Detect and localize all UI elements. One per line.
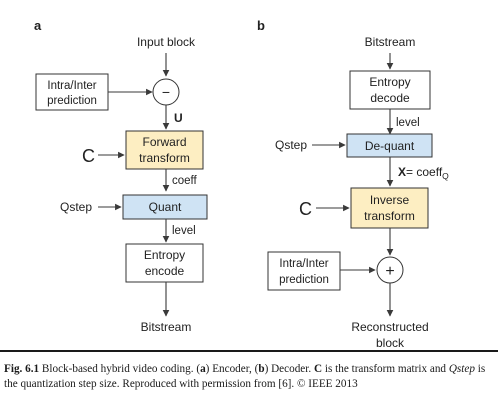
bitstream-input-b: Bitstream <box>365 35 416 49</box>
coeff-label: coeff <box>172 175 198 187</box>
entropy-decode-line1: Entropy <box>369 75 410 89</box>
caption-text-2: ) Encoder, ( <box>205 363 259 375</box>
c-label-b: C <box>299 199 312 219</box>
bitstream-output-a: Bitstream <box>141 320 192 334</box>
entropy-decode-line2: decode <box>370 91 410 105</box>
intra-inter-line1-a: Intra/Inter <box>47 80 96 92</box>
x-equals-coeffq: X= coeffQ <box>398 165 449 181</box>
caption-text-4: is the transform matrix and <box>322 363 449 375</box>
level-label-a: level <box>172 225 196 237</box>
input-block-label: Input block <box>137 35 196 49</box>
quant-box <box>122 194 208 220</box>
caption-c: C <box>313 363 323 375</box>
add-symbol: + <box>385 263 394 280</box>
reconstructed-line2: block <box>376 336 405 350</box>
entropy-encode-line2: encode <box>145 264 185 278</box>
figure-caption: Fig. 6.1 Block-based hybrid video coding… <box>4 362 496 392</box>
inverse-transform-line2: transform <box>364 209 415 223</box>
level-label-b: level <box>396 117 420 129</box>
caption-a: a <box>200 363 206 375</box>
inverse-transform-line1: Inverse <box>370 193 410 207</box>
caption-qstep: Qstep <box>448 363 475 375</box>
x-rest: = coeff <box>406 165 443 179</box>
intra-inter-box-b <box>267 251 341 291</box>
caption-rule <box>0 350 498 352</box>
x-label: X <box>398 165 406 179</box>
subtract-symbol: − <box>162 84 170 100</box>
panel-b-decoder: b Bitstream Entropy decode level Qstep D… <box>257 18 449 350</box>
caption-text-5: is the quantization step size. Reproduce… <box>4 363 486 390</box>
panel-a-encoder: a Input block Intra/Inter prediction − U… <box>34 18 208 334</box>
caption-fig-label: Fig. 6.1 <box>4 363 40 375</box>
caption-text-1: Block-based hybrid video coding. ( <box>39 363 201 375</box>
intra-inter-line2-a: prediction <box>47 95 97 107</box>
forward-transform-box <box>125 130 204 170</box>
entropy-encode-box <box>125 243 204 283</box>
caption-b: b <box>258 363 265 375</box>
intra-inter-line2-b: prediction <box>279 274 329 286</box>
panel-a-label: a <box>34 18 42 33</box>
caption-text-3: ) Decoder. <box>264 363 314 375</box>
panel-b-label: b <box>257 18 265 33</box>
hybrid-coding-diagram: a Input block Intra/Inter prediction − U… <box>34 18 449 350</box>
quant-label: Quant <box>149 200 182 214</box>
qstep-label-b: Qstep <box>275 138 307 152</box>
entropy-encode-line1: Entropy <box>144 248 185 262</box>
c-label-a: C <box>82 146 95 166</box>
dequant-label: De-quant <box>365 139 415 153</box>
forward-transform-line2: transform <box>139 151 190 165</box>
forward-transform-line1: Forward <box>142 135 186 149</box>
reconstructed-line1: Reconstructed <box>351 320 428 334</box>
qstep-label-a: Qstep <box>60 200 92 214</box>
intra-inter-line1-b: Intra/Inter <box>279 258 328 270</box>
u-label: U <box>174 111 183 125</box>
x-subscript: Q <box>442 171 449 181</box>
